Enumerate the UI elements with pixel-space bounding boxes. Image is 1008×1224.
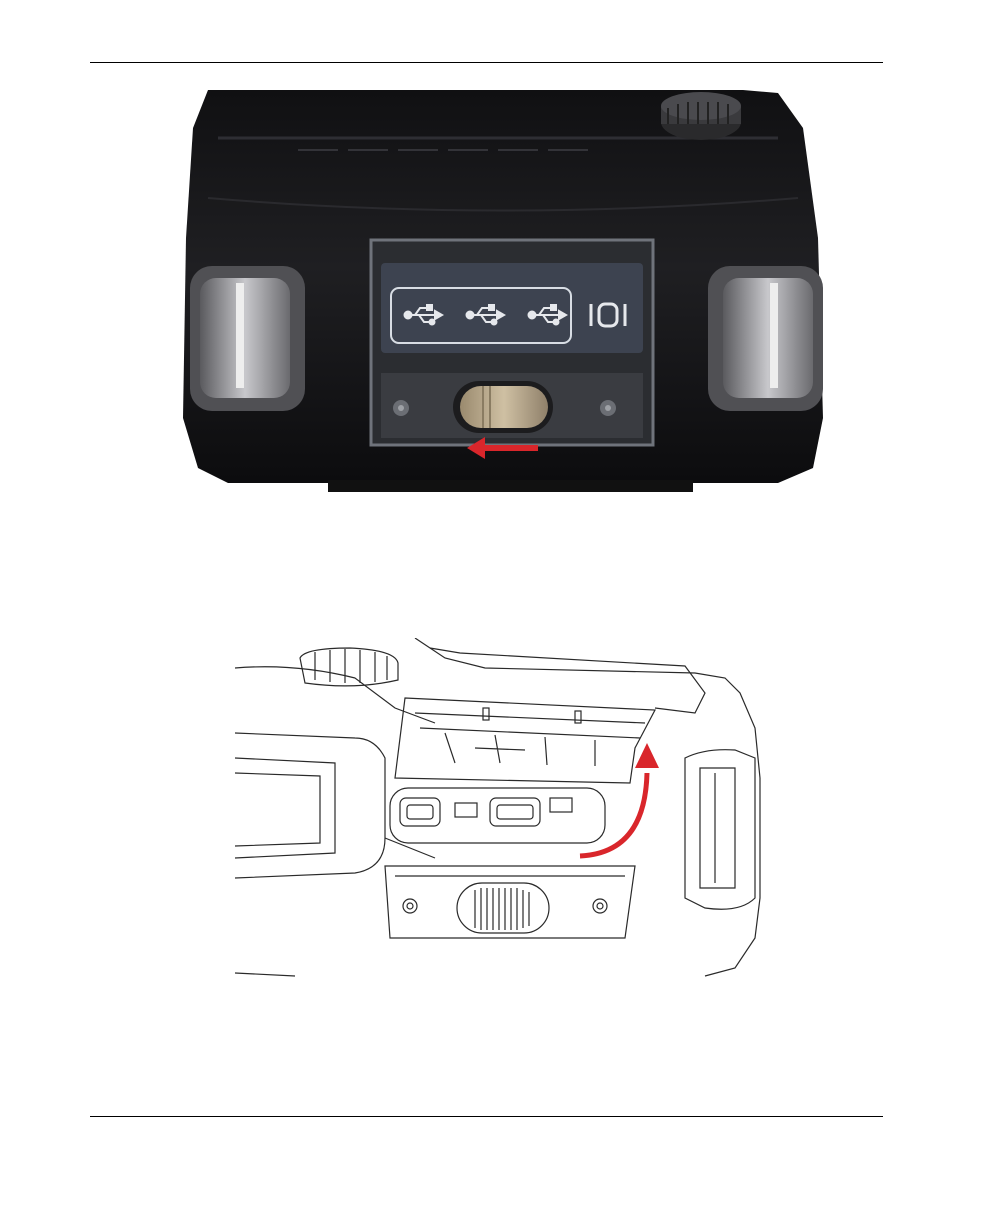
red-arrow-curved xyxy=(580,773,647,856)
red-arrow-head xyxy=(635,743,659,768)
port-usb-mini-1 xyxy=(455,803,477,817)
port-usb-mini-2 xyxy=(550,798,572,812)
figure-open-io-door xyxy=(235,638,765,978)
header-rule xyxy=(90,62,883,63)
io-door-panel xyxy=(371,240,653,445)
latch-slider xyxy=(453,381,553,433)
knob-icon xyxy=(661,92,741,140)
device-front-render xyxy=(178,88,828,493)
open-door-lid xyxy=(395,698,655,783)
knob-icon xyxy=(300,648,398,686)
right-handle xyxy=(685,750,755,910)
port-recess xyxy=(390,788,605,843)
port-usb-1 xyxy=(400,798,440,826)
right-handle xyxy=(708,266,823,411)
device-line-drawing xyxy=(235,638,765,978)
lower-latch-panel xyxy=(385,866,635,938)
left-handle xyxy=(190,266,305,411)
left-handle xyxy=(235,758,335,858)
figure-closed-io-door xyxy=(178,88,828,493)
footer-rule xyxy=(90,1116,883,1117)
device-base xyxy=(328,480,693,492)
